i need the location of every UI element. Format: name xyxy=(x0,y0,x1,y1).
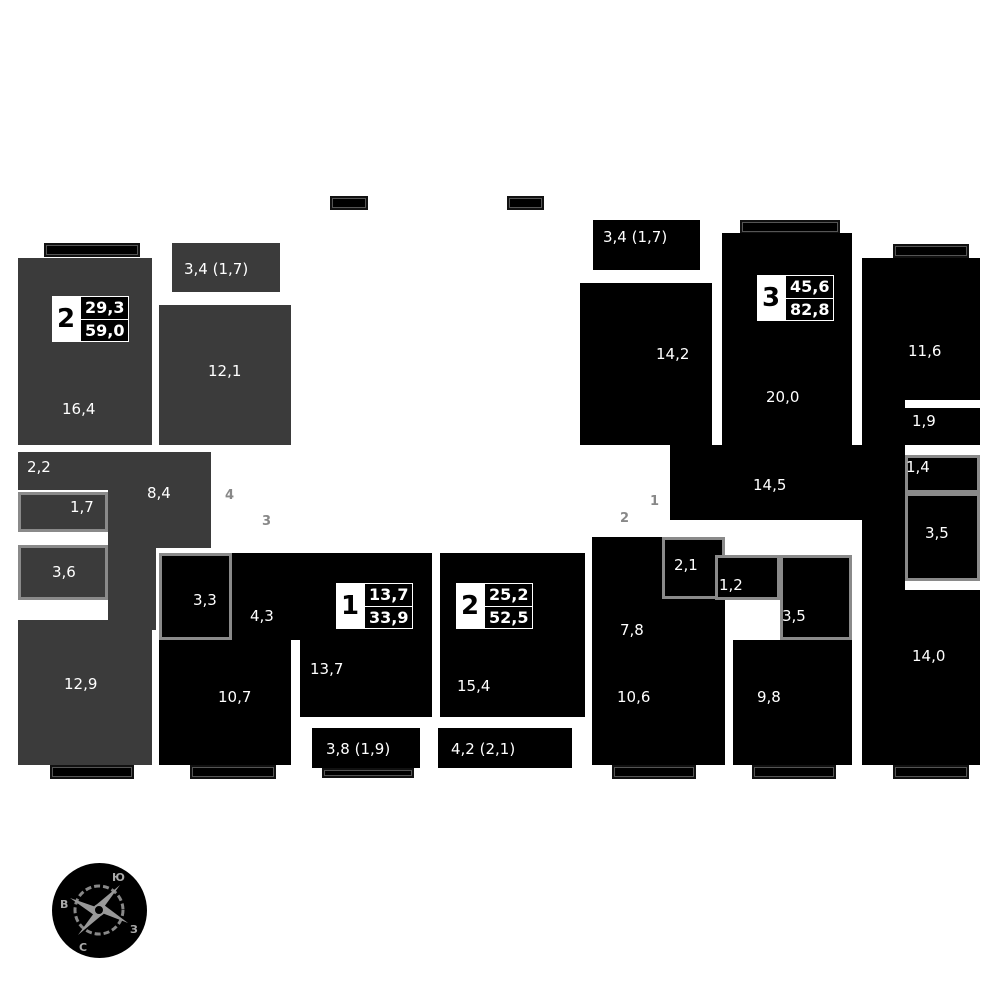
room-count: 1 xyxy=(336,583,364,629)
window xyxy=(740,220,840,234)
area-label: 15,4 xyxy=(457,677,491,695)
area-label: 11,6 xyxy=(908,342,942,360)
bathroom xyxy=(780,555,852,640)
bathroom xyxy=(159,553,232,640)
bedroom xyxy=(18,620,152,765)
balcony xyxy=(312,728,420,768)
entrance-number: 1 xyxy=(650,494,660,509)
area-label: 8,4 xyxy=(147,484,171,502)
compass-rose-icon xyxy=(70,884,128,936)
window xyxy=(322,768,414,778)
area-label: 3,5 xyxy=(925,524,949,542)
window xyxy=(752,765,836,779)
storage xyxy=(18,452,108,490)
living-area: 25,2 xyxy=(485,584,533,607)
area-label: 2,2 xyxy=(27,458,51,476)
total-area: 52,5 xyxy=(489,608,529,627)
area-label: 3,4 (1,7) xyxy=(603,228,668,246)
window xyxy=(190,765,276,779)
area-label: 10,6 xyxy=(617,688,651,706)
compass: Ю В С З xyxy=(52,863,147,958)
storage xyxy=(905,408,980,445)
area-label: 3,6 xyxy=(52,563,76,581)
area-label: 14,0 xyxy=(912,647,946,665)
compass-label: С xyxy=(79,941,88,954)
area-label: 4,2 (2,1) xyxy=(451,740,516,758)
area-label: 2,1 xyxy=(674,556,698,574)
room xyxy=(440,553,585,717)
entrance-number: 3 xyxy=(262,514,272,529)
total-area: 59,0 xyxy=(85,321,125,340)
bedroom xyxy=(862,258,980,400)
area-label: 1,4 xyxy=(906,458,930,476)
area-label: 9,8 xyxy=(757,688,781,706)
area-label: 10,7 xyxy=(218,688,252,706)
area-label: 14,5 xyxy=(753,476,787,494)
room-count: 2 xyxy=(52,296,80,342)
living-area: 29,3 xyxy=(81,297,129,320)
toilet xyxy=(905,455,980,493)
area-label: 16,4 xyxy=(62,400,96,418)
hallway xyxy=(108,452,211,548)
area-label: 3,4 (1,7) xyxy=(184,260,249,278)
area-label: 12,9 xyxy=(64,675,98,693)
entrance-number: 4 xyxy=(225,488,235,503)
area-label: 1,2 xyxy=(719,576,743,594)
area-label: 7,8 xyxy=(620,621,644,639)
total-area: 33,9 xyxy=(369,608,409,627)
hallway xyxy=(670,445,862,520)
window xyxy=(507,196,544,210)
balcony xyxy=(438,728,572,768)
living-room xyxy=(722,233,852,465)
window xyxy=(50,765,134,779)
area-label: 13,7 xyxy=(310,660,344,678)
area-label: 3,3 xyxy=(193,591,217,609)
compass-label: В xyxy=(60,898,69,911)
kitchen xyxy=(580,283,712,445)
window xyxy=(893,765,969,779)
area-label: 12,1 xyxy=(208,362,242,380)
window xyxy=(893,244,969,258)
compass-label: З xyxy=(130,923,138,936)
area-label: 3,5 xyxy=(782,607,806,625)
compass-label: Ю xyxy=(112,871,125,884)
living-area: 45,6 xyxy=(786,276,834,299)
corridor xyxy=(108,540,156,630)
area-label: 1,9 xyxy=(912,412,936,430)
kitchen xyxy=(159,305,291,445)
total-area: 82,8 xyxy=(790,300,830,319)
corridor xyxy=(862,400,905,620)
area-label: 4,3 xyxy=(250,607,274,625)
area-label: 20,0 xyxy=(766,388,800,406)
bedroom xyxy=(862,590,980,765)
living-area: 13,7 xyxy=(365,584,413,607)
bathroom xyxy=(905,493,980,581)
area-label: 1,7 xyxy=(70,498,94,516)
bedroom xyxy=(733,640,852,765)
area-label: 3,8 (1,9) xyxy=(326,740,391,758)
window xyxy=(330,196,368,210)
toilet xyxy=(715,555,780,600)
kitchen xyxy=(592,640,725,765)
area-label: 14,2 xyxy=(656,345,690,363)
bathroom xyxy=(18,545,108,600)
window xyxy=(612,765,696,779)
room-living xyxy=(18,258,152,445)
kitchen xyxy=(159,640,291,765)
entrance-number: 2 xyxy=(620,511,630,526)
room-count: 2 xyxy=(456,583,484,629)
room xyxy=(300,553,432,717)
toilet xyxy=(18,492,108,532)
balcony xyxy=(172,243,280,292)
window xyxy=(44,243,140,257)
balcony xyxy=(593,220,700,270)
room-count: 3 xyxy=(757,275,785,321)
